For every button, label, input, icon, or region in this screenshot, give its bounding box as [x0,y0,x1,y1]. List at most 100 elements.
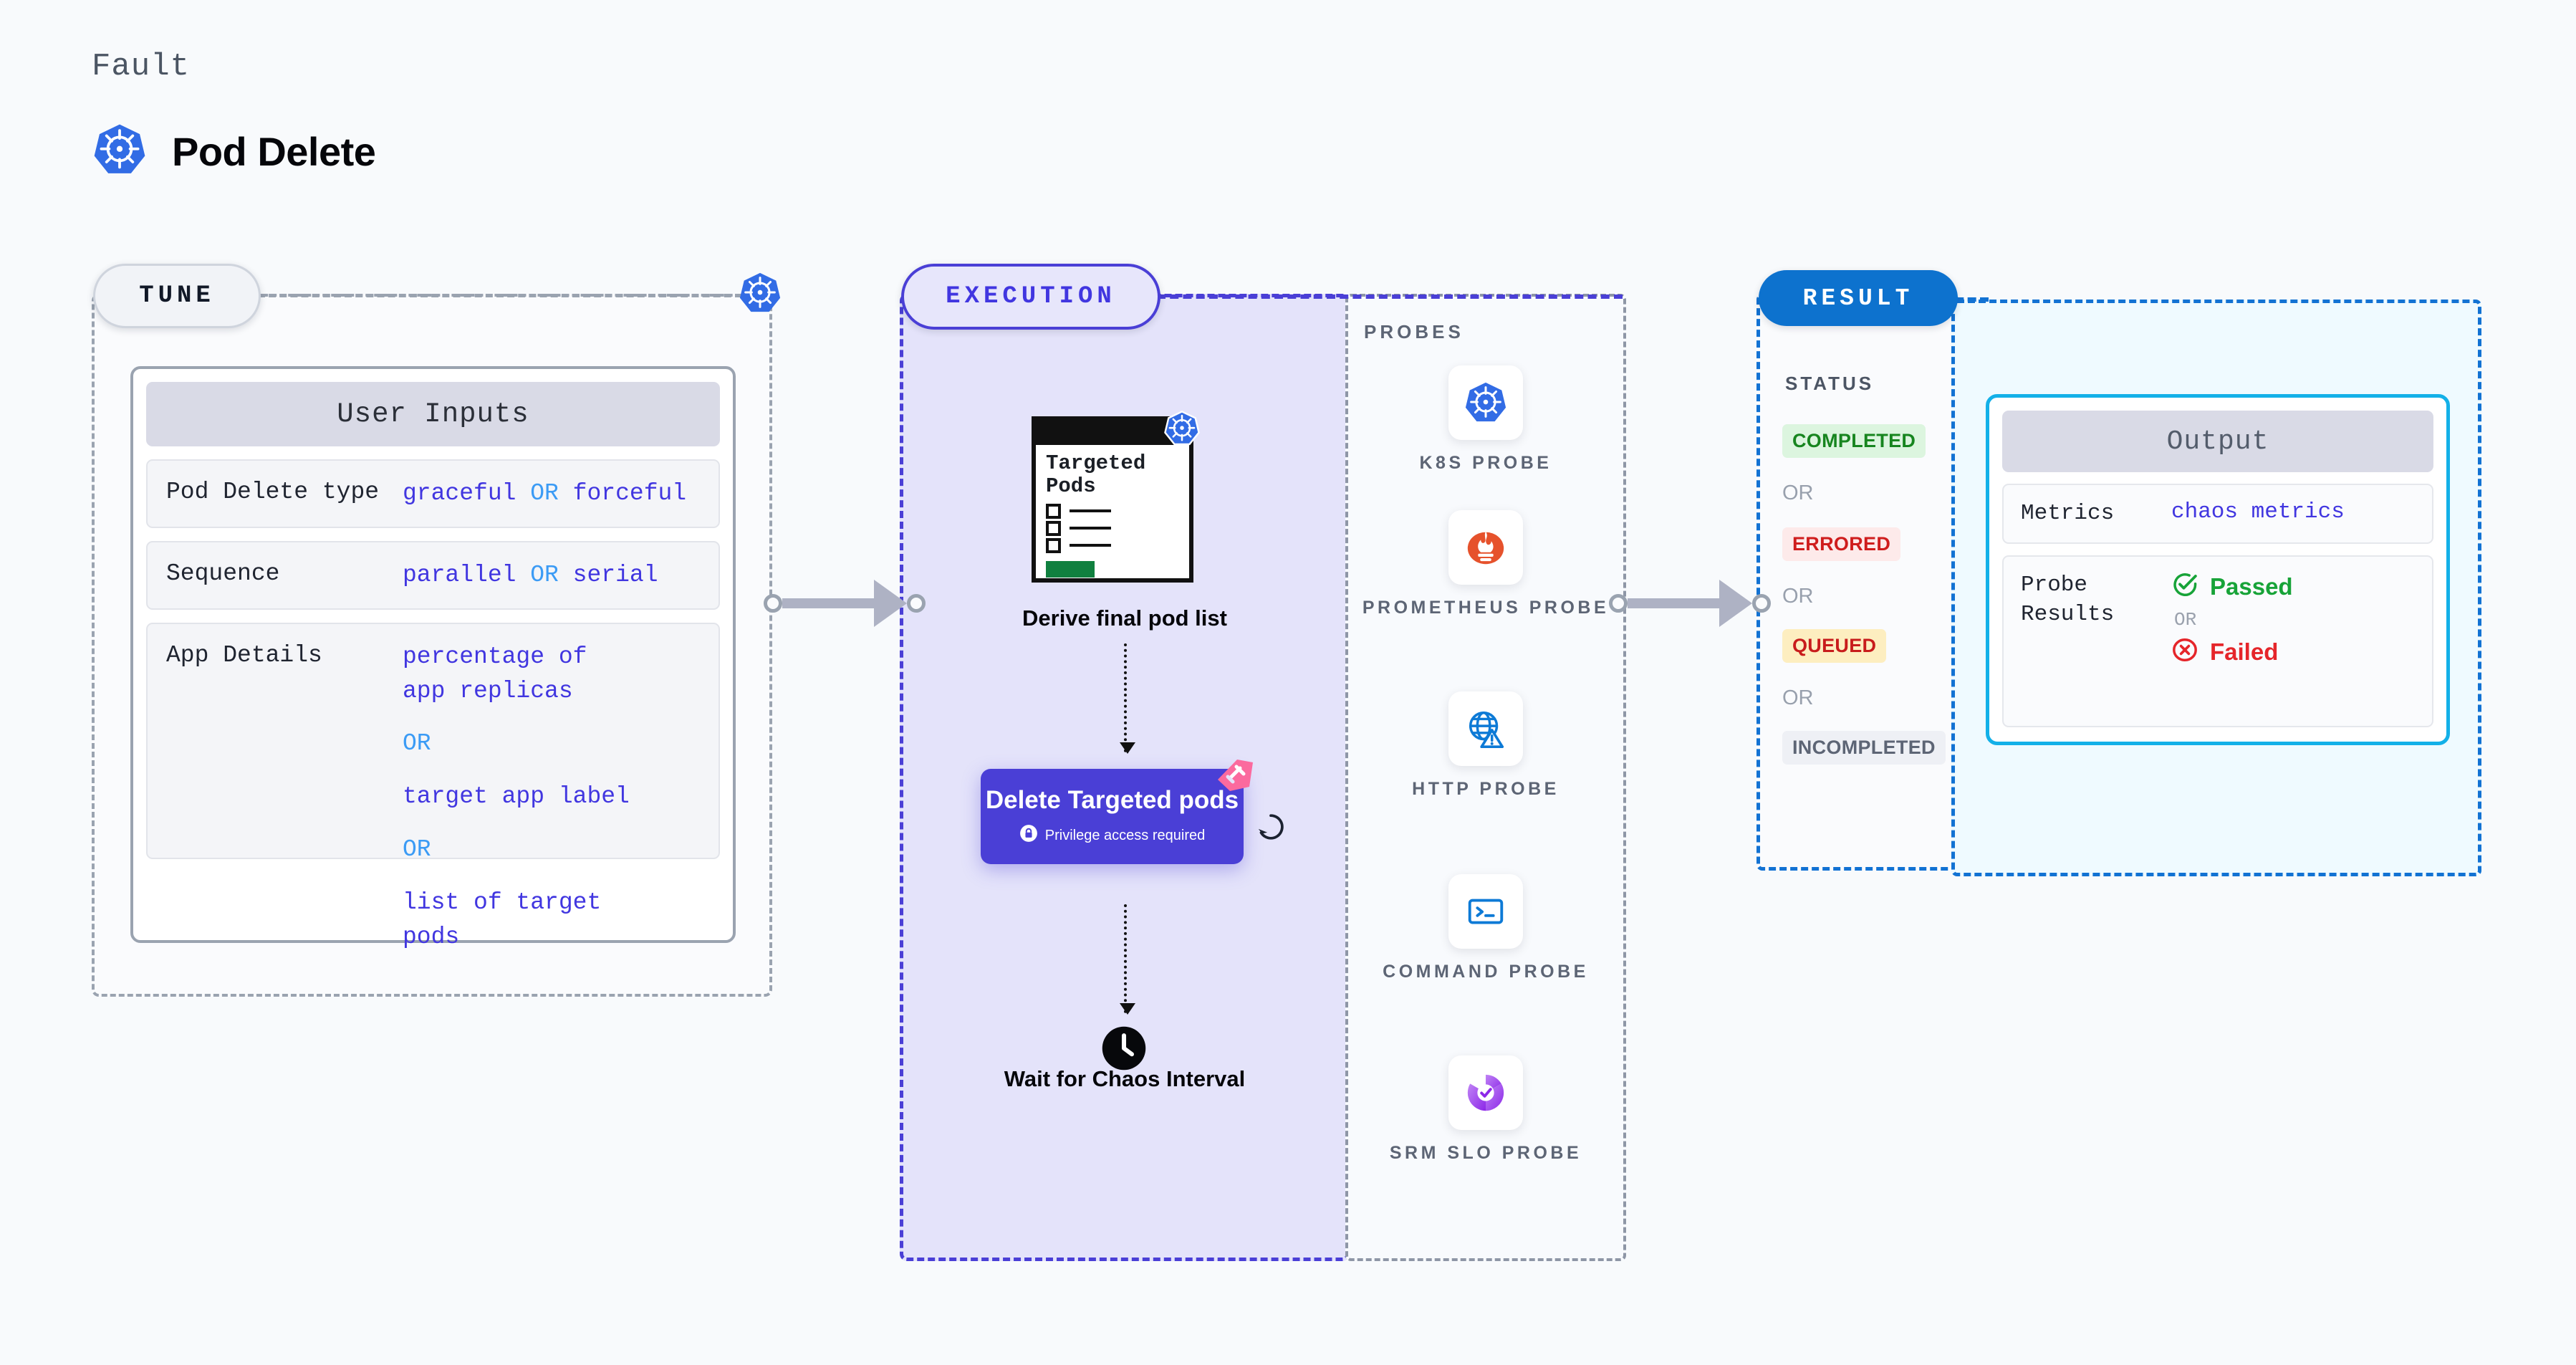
derive-pod-list-label: Derive final pod list [1022,605,1227,631]
clock-icon [1100,1025,1148,1076]
or-separator: OR [530,561,559,588]
targeted-pods-card: Targeted Pods [1032,416,1193,583]
probe-item-prometheus[interactable]: PROMETHEUS PROBE [1345,510,1626,621]
row-value: parallel OR serial [403,558,658,593]
table-row-metrics: Metrics chaos metrics [2002,484,2433,545]
checkbox-icon [1046,537,1061,553]
connector-knob [764,594,782,613]
or-separator: OR [403,836,431,863]
probes-title: PROBES [1364,321,1464,343]
kubernetes-icon [738,271,782,319]
status-badge-errored: ERRORED [1782,527,1901,561]
srm-slo-icon [1448,1055,1523,1130]
tune-dashed-link [258,294,742,297]
list-item [1036,519,1189,536]
passed-label: Passed [2210,573,2293,600]
delete-targeted-pods-node[interactable]: Delete Targeted pods Privilege access re… [981,769,1244,864]
probe-label: K8S PROBE [1419,453,1552,473]
result-dashed-link [1943,297,1989,302]
status-badge-completed: COMPLETED [1782,424,1926,458]
table-row: Sequence parallel OR serial [146,540,720,610]
or-separator: OR [530,480,559,507]
list-line [1070,527,1111,530]
terminal-icon [1448,874,1523,949]
checkbox-icon [1046,503,1061,519]
probe-result-passed: Passed [2171,571,2293,602]
checkbox-icon [1046,520,1061,536]
row-label: App Details [166,641,322,669]
output-title: Output [2002,411,2433,472]
value-b: serial [572,561,658,588]
row-value: chaos metrics [2171,499,2345,525]
probe-item-srm-slo[interactable]: SRM SLO PROBE [1345,1055,1626,1166]
or-separator: OR [1782,686,1814,709]
x-circle-icon [2171,636,2198,667]
table-row-probe-results: Probe Results Passed OR [2002,555,2433,728]
page-section-label: Fault [92,49,191,85]
or-separator: OR [403,730,431,757]
execution-dashed-link [1157,294,1623,299]
status-badge-incompleted: INCOMPLETED [1782,731,1946,765]
option-1: percentage of app replicas [403,643,587,704]
list-line [1070,509,1111,513]
or-separator: OR [1782,585,1814,608]
probe-label: HTTP PROBE [1412,779,1559,799]
globe-warning-icon [1448,691,1523,766]
row-label: Pod Delete type [166,479,380,505]
row-label: Sequence [166,560,280,587]
probe-item-command[interactable]: COMMAND PROBE [1345,874,1626,985]
option-3: list of target pods [403,889,602,950]
loop-retry-icon [1254,810,1287,847]
probe-item-http[interactable]: HTTP PROBE [1345,691,1626,802]
execution-pill[interactable]: EXECUTION [901,264,1160,330]
row-value: percentage of app replicas OR target app… [403,640,639,954]
user-inputs-title: User Inputs [146,382,720,446]
card-titlebar [1036,421,1189,445]
row-label-text: Probe Results [2021,573,2115,627]
probe-label: SRM SLO PROBE [1389,1143,1582,1163]
connector-knob [1752,594,1771,613]
output-card: Output Metrics chaos metrics Probe Resul… [1986,394,2450,745]
harness-icon [1216,758,1256,798]
prometheus-icon [1448,510,1523,585]
failed-label: Failed [2210,638,2279,665]
row-value: graceful OR forceful [403,476,686,511]
probe-label: COMMAND PROBE [1383,962,1589,982]
user-inputs-card: User Inputs Pod Delete type graceful OR … [130,366,736,950]
or-separator: OR [2174,609,2197,631]
kubernetes-icon [1163,410,1201,451]
table-row: Pod Delete type graceful OR forceful [146,459,720,528]
connector-arrowhead [1719,580,1752,627]
value-b: forceful [572,480,687,507]
probe-result-failed: Failed [2171,636,2293,667]
value-a: graceful [403,480,516,507]
progress-bar [1046,560,1095,578]
value-a: parallel [403,561,516,588]
lock-icon [1019,824,1038,847]
wait-chaos-interval-label: Wait for Chaos Interval [1004,1066,1246,1091]
delete-node-subtitle: Privilege access required [1044,827,1206,843]
targeted-pods-title: Targeted Pods [1046,451,1146,499]
flow-arrow [1120,904,1135,1015]
row-label: Probe Results [2021,571,2171,629]
page-title: Pod Delete [172,129,376,174]
tune-pill[interactable]: TUNE [93,264,261,328]
connector-execution-to-result [1609,580,1771,627]
kubernetes-icon [92,122,148,181]
flow-arrow [1120,643,1135,754]
table-row: App Details percentage of app replicas O… [146,622,720,950]
result-pill[interactable]: RESULT [1759,270,1958,326]
list-item [1036,536,1189,553]
connector-bar [782,598,875,608]
status-title: STATUS [1785,373,1875,394]
probe-item-k8s[interactable]: K8S PROBE [1345,365,1626,476]
connector-arrowhead [874,580,907,627]
probe-label: PROMETHEUS PROBE [1362,598,1610,618]
row-label: Metrics [2021,501,2115,526]
kubernetes-icon [1448,365,1523,440]
check-circle-icon [2171,571,2198,602]
connector-knob [1609,594,1628,613]
probe-result-values: Passed OR Failed [2171,571,2293,667]
connector-knob [907,594,926,613]
connector-bar [1628,598,1721,608]
